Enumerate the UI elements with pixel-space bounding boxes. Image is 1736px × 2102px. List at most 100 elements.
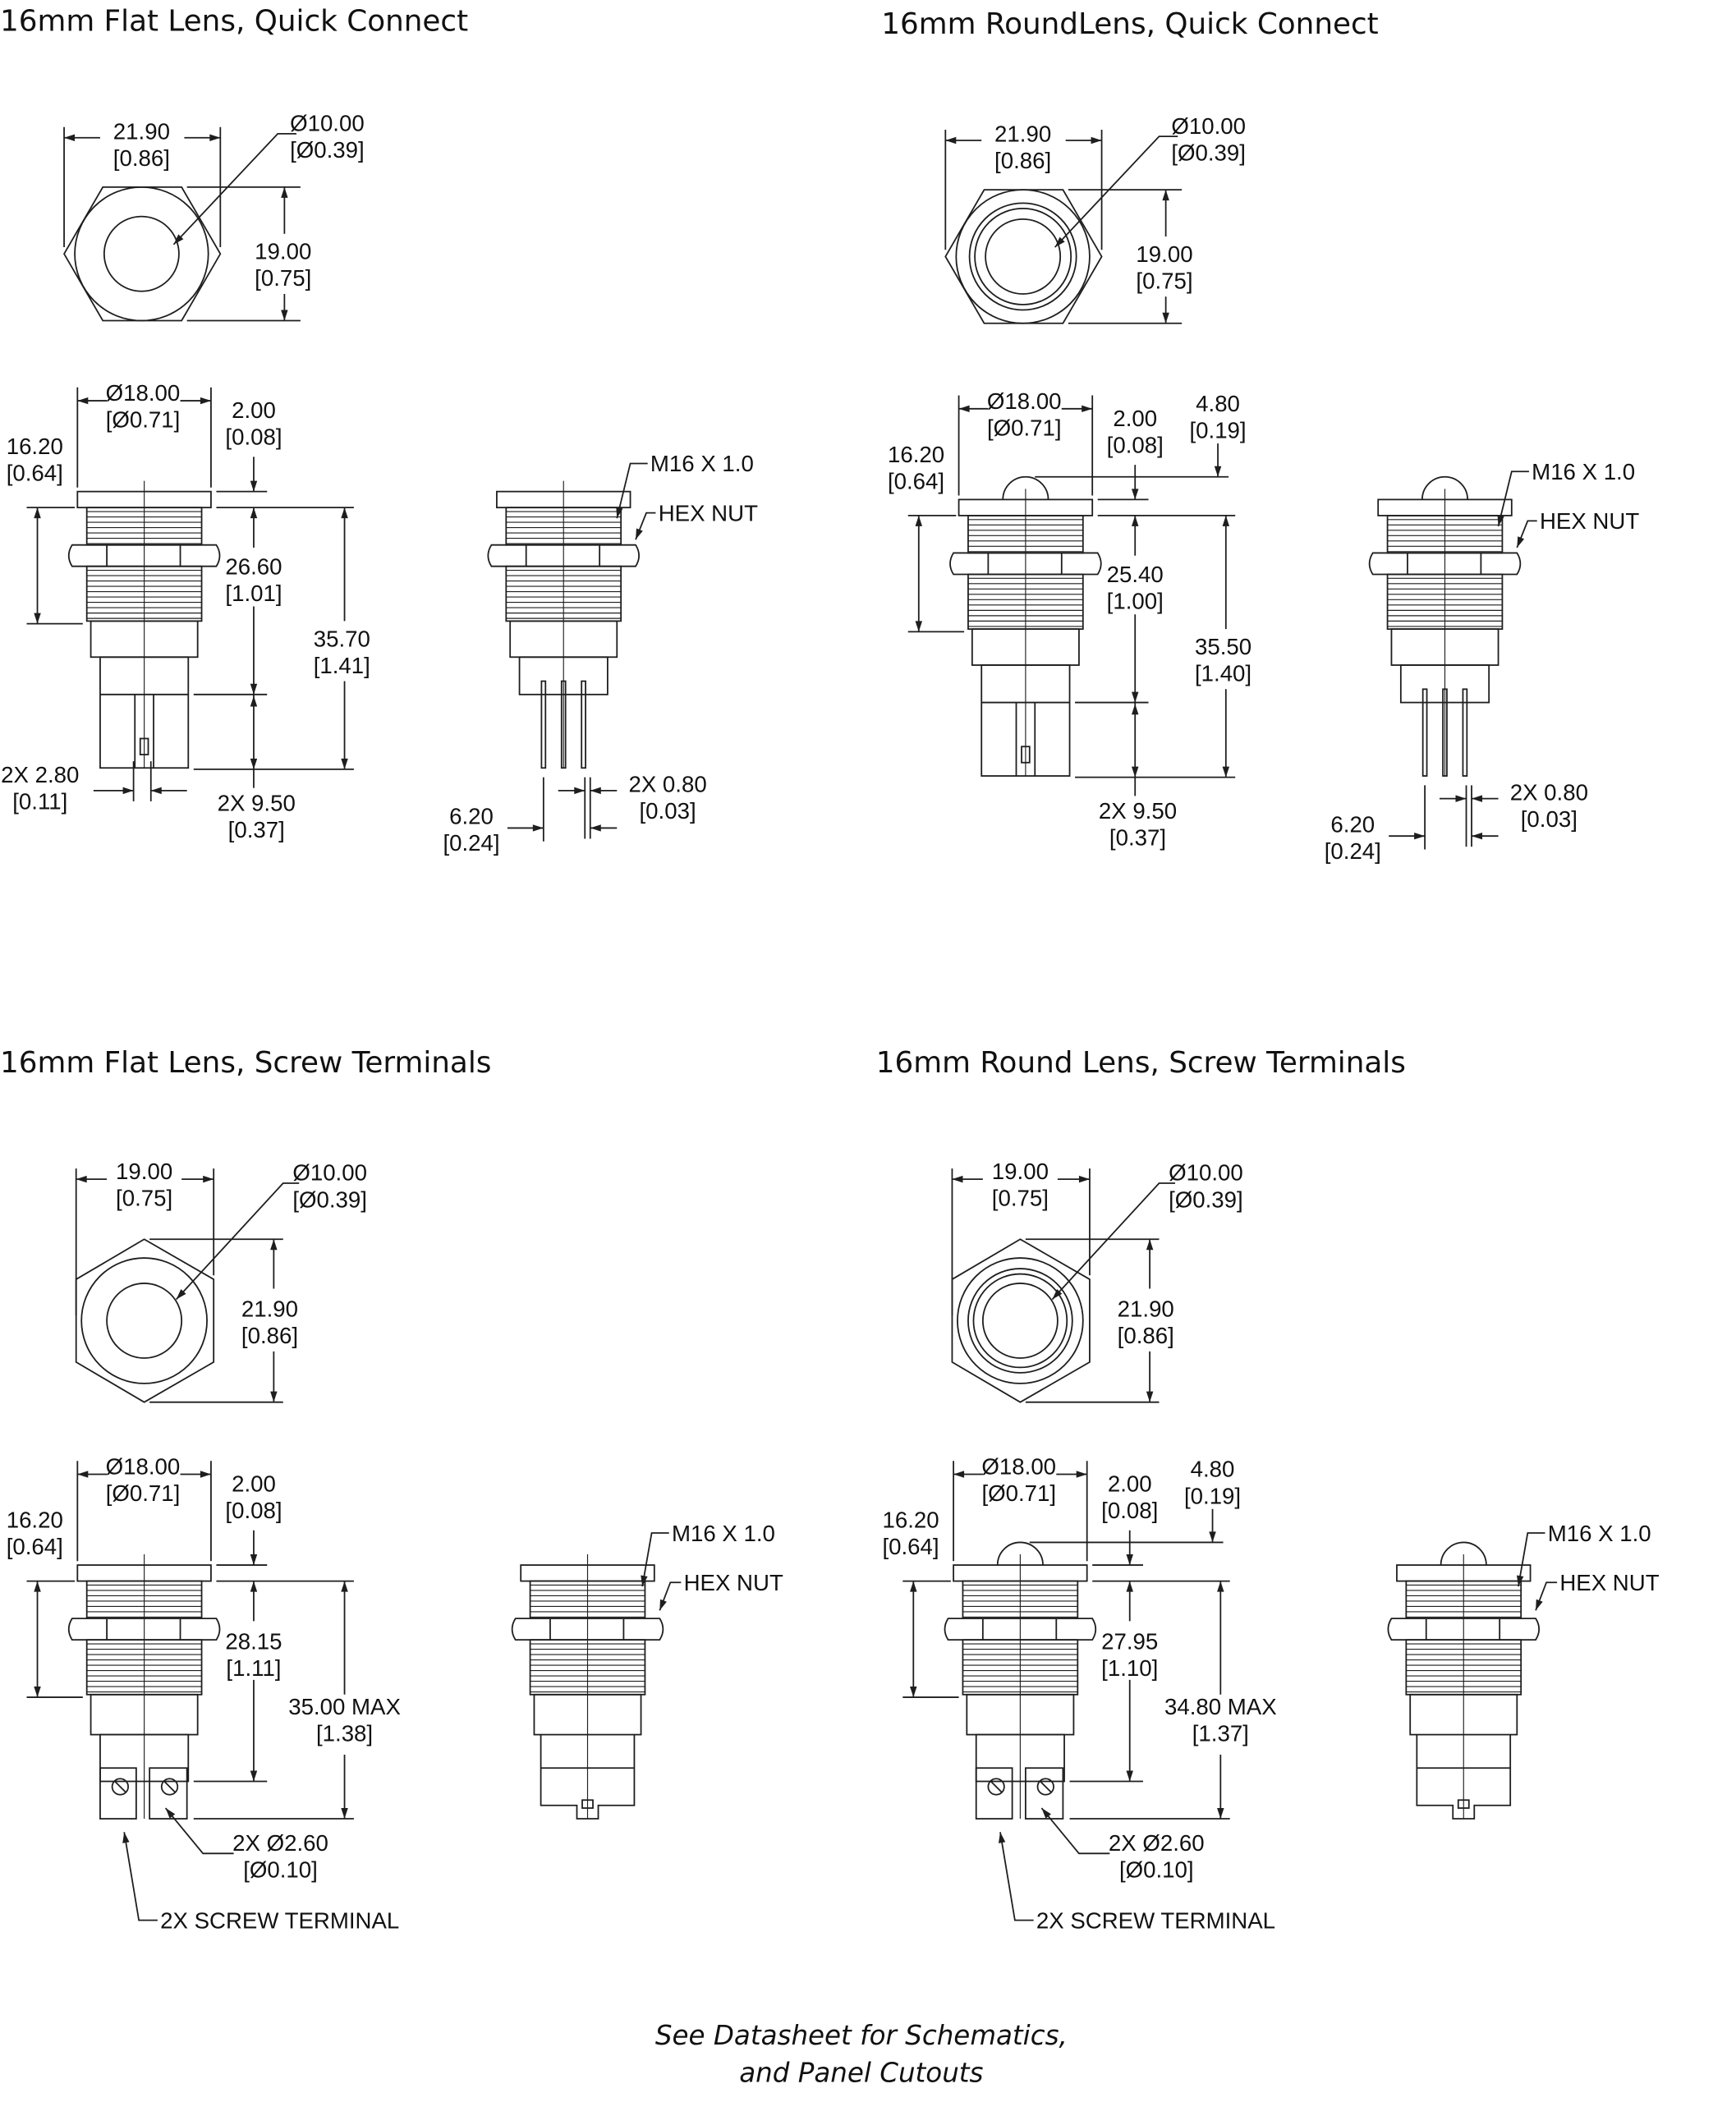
dim-label-pin-w: [0.03] — [640, 798, 696, 824]
arrowhead — [250, 1581, 258, 1592]
arrowhead — [250, 758, 258, 769]
hex-nut — [67, 1618, 221, 1641]
arrowhead — [209, 134, 221, 141]
dim-label-body: 27.95 — [1101, 1629, 1158, 1655]
arrowhead — [1222, 515, 1230, 526]
terminal-housing — [540, 1734, 636, 1820]
arrowhead — [1132, 489, 1139, 500]
arrowhead — [1217, 1808, 1224, 1820]
arrowhead — [341, 507, 348, 519]
screw-slot — [1040, 1780, 1052, 1793]
arrowhead — [1472, 832, 1483, 840]
lens-circle — [985, 218, 1062, 295]
drawing-panel-3: 16mm Flat Lens, Screw Terminals 19.00[0.7… — [0, 1046, 783, 1933]
lens-circle — [981, 1283, 1059, 1359]
hex-nut — [1368, 552, 1522, 576]
arrowhead — [1126, 1554, 1133, 1566]
dim-label-thread: M16 X 1.0 — [672, 1521, 775, 1546]
dim-label-body: 28.15 — [225, 1629, 282, 1655]
dim-label-top-w: [0.86] — [113, 145, 170, 171]
arrowhead — [1217, 1581, 1224, 1592]
dome-ring — [967, 1268, 1073, 1374]
arrowhead — [34, 1581, 41, 1592]
arrowhead — [250, 1554, 258, 1566]
leader-line — [641, 1532, 669, 1587]
arrowhead — [1214, 466, 1222, 477]
arrowhead — [1126, 1581, 1133, 1592]
dim-label-total: [1.37] — [1192, 1721, 1249, 1746]
dim-label-pin-space: 6.20 — [449, 804, 494, 829]
dim-label-total: 35.50 — [1195, 634, 1251, 659]
arrowhead — [122, 1832, 130, 1843]
dim-label-term-pitch: [0.37] — [1109, 825, 1166, 851]
dim-label-flange: 2.00 — [232, 1471, 276, 1497]
dim-label-hexnut: HEX NUT — [1559, 1570, 1659, 1595]
arrowhead — [1132, 766, 1139, 778]
arrowhead — [1054, 236, 1065, 248]
dim-label-screw-term: 2X SCREW TERMINAL — [160, 1907, 399, 1933]
hex-nut — [949, 552, 1102, 576]
dim-label-top-w: [0.75] — [116, 1186, 172, 1211]
dim-label-side-d: Ø18.00 — [106, 1453, 181, 1479]
hex-nut — [944, 1618, 1097, 1641]
arrowhead — [532, 824, 544, 832]
arrowhead — [910, 1687, 917, 1698]
arrowhead — [1041, 1808, 1051, 1819]
side-view: Ø18.00[Ø0.71]2.00[0.08]4.80[0.19]16.20[0… — [888, 388, 1251, 851]
dome-lens — [1421, 475, 1469, 500]
arrowhead — [1146, 1239, 1154, 1251]
dim-label-total: [1.41] — [314, 653, 370, 678]
arrowhead — [616, 507, 623, 519]
panel-title: 16mm Flat Lens, Quick Connect — [0, 5, 468, 39]
dim-label-top-h: [0.86] — [1118, 1323, 1174, 1348]
arrowhead — [1455, 795, 1467, 802]
arrowhead — [659, 1599, 667, 1611]
dim-label-thread: M16 X 1.0 — [650, 451, 754, 476]
dim-label-total: 35.00 MAX — [288, 1694, 401, 1719]
leader-line — [1497, 470, 1529, 527]
panel-title: 16mm Flat Lens, Screw Terminals — [0, 1046, 491, 1080]
dim-label-thread-len: [0.64] — [882, 1534, 939, 1559]
arrowhead — [1126, 1770, 1133, 1782]
arrowhead — [1132, 515, 1139, 526]
arrowhead — [1517, 536, 1525, 548]
arrowhead — [341, 1808, 348, 1820]
dim-label-pin-space: 6.20 — [1330, 811, 1375, 837]
dim-label-pin-w: 2X 0.80 — [628, 772, 706, 797]
dim-label-top-h: 19.00 — [1136, 241, 1192, 267]
dim-label-lens-h: [0.19] — [1189, 418, 1246, 443]
bezel-circle — [957, 1257, 1084, 1384]
hex-nut — [67, 544, 221, 567]
bezel-circle — [80, 1257, 208, 1384]
screw-slot — [163, 1780, 176, 1793]
dim-label-top-d: Ø10.00 — [290, 111, 365, 136]
dim-label-lens-h: [0.19] — [1184, 1483, 1241, 1508]
dim-label-top-d: [Ø0.39] — [292, 1186, 367, 1212]
arrowhead — [590, 824, 601, 832]
arrowhead — [341, 1581, 348, 1592]
terminal-pin — [1462, 688, 1468, 777]
arrowhead — [1162, 312, 1169, 324]
screw-hole — [160, 1778, 179, 1796]
dim-label-flange: [0.08] — [225, 425, 282, 450]
leader-line — [1054, 135, 1178, 248]
dim-label-side-d: [Ø0.71] — [987, 415, 1062, 440]
leader-line — [999, 1832, 1034, 1921]
top-view: 19.00[0.75]Ø10.00[Ø0.39]21.90[0.86] — [75, 1159, 367, 1403]
arrowhead — [1162, 190, 1169, 201]
arrowhead — [34, 1687, 41, 1698]
arrowhead — [998, 1832, 1006, 1843]
arrowhead — [953, 1471, 965, 1478]
dim-label-total: [1.38] — [316, 1721, 373, 1746]
dim-label-thread-len: 16.20 — [882, 1508, 939, 1533]
hex-outline — [75, 1238, 215, 1403]
screw-hole — [987, 1778, 1005, 1796]
dim-label-side-d: [Ø0.71] — [106, 1480, 181, 1506]
dim-label-top-d: [Ø0.39] — [1171, 140, 1246, 165]
dim-label-body: 26.60 — [225, 553, 282, 579]
drawing-panel-4: 16mm Round Lens, Screw Terminals19.00[0.… — [876, 1046, 1660, 1933]
dome-ring — [968, 202, 1077, 311]
footer-note-line-2: and Panel Cutouts — [739, 2057, 983, 2088]
leader-line — [123, 1832, 158, 1921]
